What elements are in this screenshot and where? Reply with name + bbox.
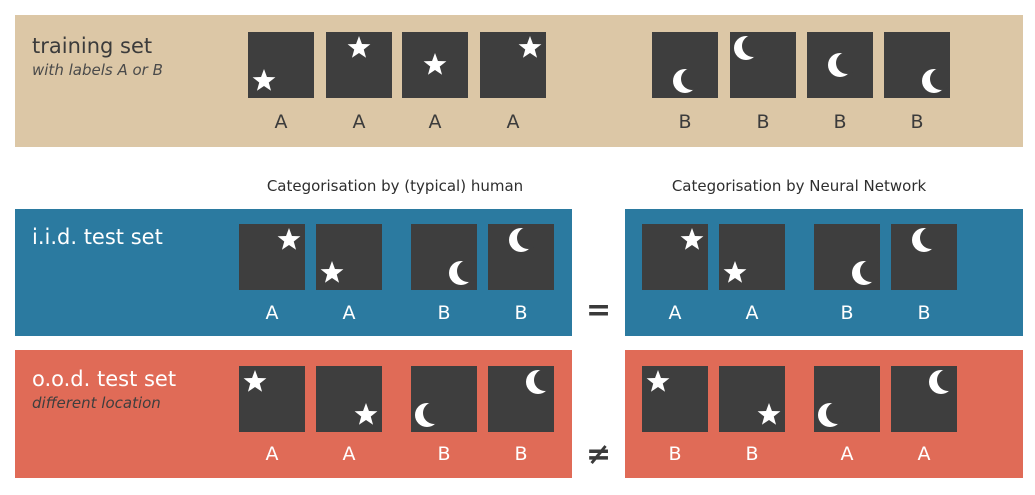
training-tile bbox=[402, 32, 468, 98]
star-icon bbox=[347, 36, 371, 58]
training-tile bbox=[326, 32, 392, 98]
star-icon bbox=[252, 69, 276, 91]
moon-icon bbox=[852, 260, 880, 285]
training-tile bbox=[807, 32, 873, 98]
ood-network-label: B bbox=[668, 443, 682, 465]
training-label: A bbox=[274, 111, 288, 133]
moon-icon bbox=[509, 227, 539, 252]
star-icon bbox=[757, 403, 781, 425]
ood-network-label: A bbox=[840, 443, 854, 465]
training-label: A bbox=[352, 111, 366, 133]
moon-icon bbox=[415, 402, 445, 427]
moon-icon bbox=[828, 52, 858, 77]
iid-human-tile bbox=[316, 224, 382, 290]
ood-subtitle: different location bbox=[32, 394, 161, 412]
iid-network-tile bbox=[814, 224, 880, 290]
ood-human-tile bbox=[411, 366, 477, 432]
iid-human-tile bbox=[488, 224, 554, 290]
star-icon bbox=[354, 403, 378, 425]
moon-icon bbox=[818, 402, 848, 427]
star-icon bbox=[518, 36, 542, 58]
training-panel: training set with labels A or B A A A A B B B B bbox=[15, 15, 1023, 147]
ood-human-tile bbox=[488, 366, 554, 432]
star-icon bbox=[243, 370, 267, 392]
training-label: B bbox=[756, 111, 770, 133]
training-label: A bbox=[506, 111, 520, 133]
ood-human-label: A bbox=[342, 443, 356, 465]
training-tile bbox=[480, 32, 546, 98]
training-title: training set bbox=[32, 34, 153, 58]
ood-network-tile bbox=[891, 366, 957, 432]
training-tile bbox=[652, 32, 718, 98]
training-label: A bbox=[428, 111, 442, 133]
moon-icon bbox=[449, 260, 477, 285]
moon-icon bbox=[912, 227, 942, 252]
ood-network-tile bbox=[642, 366, 708, 432]
training-tile bbox=[884, 32, 950, 98]
iid-human-panel: i.i.d. test set A A B B bbox=[15, 209, 572, 336]
iid-network-label: A bbox=[668, 302, 682, 324]
moon-icon bbox=[922, 68, 950, 93]
training-label: B bbox=[678, 111, 692, 133]
iid-human-tile bbox=[239, 224, 305, 290]
training-tile bbox=[248, 32, 314, 98]
moon-icon bbox=[673, 68, 703, 93]
ood-network-label: B bbox=[745, 443, 759, 465]
ood-human-tile bbox=[316, 366, 382, 432]
star-icon bbox=[723, 261, 747, 283]
iid-title: i.i.d. test set bbox=[32, 225, 163, 249]
ood-human-label: A bbox=[265, 443, 279, 465]
equals-sign: = bbox=[586, 293, 612, 328]
network-header: Categorisation by Neural Network bbox=[671, 177, 927, 195]
iid-human-label: B bbox=[514, 302, 528, 324]
ood-network-label: A bbox=[917, 443, 931, 465]
iid-human-tile bbox=[411, 224, 477, 290]
not-equals-sign: ≠ bbox=[586, 437, 612, 472]
iid-network-label: A bbox=[745, 302, 759, 324]
iid-human-label: A bbox=[265, 302, 279, 324]
ood-title: o.o.d. test set bbox=[32, 367, 177, 391]
human-header: Categorisation by (typical) human bbox=[266, 177, 524, 195]
ood-human-label: B bbox=[514, 443, 528, 465]
iid-network-label: B bbox=[840, 302, 854, 324]
ood-network-tile bbox=[719, 366, 785, 432]
iid-network-tile bbox=[719, 224, 785, 290]
ood-human-panel: o.o.d. test set different location A A B B bbox=[15, 350, 572, 478]
ood-human-label: B bbox=[437, 443, 451, 465]
star-icon bbox=[680, 228, 704, 250]
training-label: B bbox=[833, 111, 847, 133]
star-icon bbox=[646, 370, 670, 392]
iid-network-tile bbox=[891, 224, 957, 290]
training-subtitle: with labels A or B bbox=[32, 61, 163, 79]
moon-icon bbox=[526, 369, 554, 394]
moon-icon bbox=[734, 35, 764, 60]
iid-network-label: B bbox=[917, 302, 931, 324]
iid-network-tile bbox=[642, 224, 708, 290]
training-tile bbox=[730, 32, 796, 98]
ood-human-tile bbox=[239, 366, 305, 432]
training-label: B bbox=[910, 111, 924, 133]
star-icon bbox=[320, 261, 344, 283]
star-icon bbox=[277, 228, 301, 250]
iid-human-label: A bbox=[342, 302, 356, 324]
iid-human-label: B bbox=[437, 302, 451, 324]
moon-icon bbox=[929, 369, 957, 394]
star-icon bbox=[423, 53, 447, 75]
ood-network-tile bbox=[814, 366, 880, 432]
